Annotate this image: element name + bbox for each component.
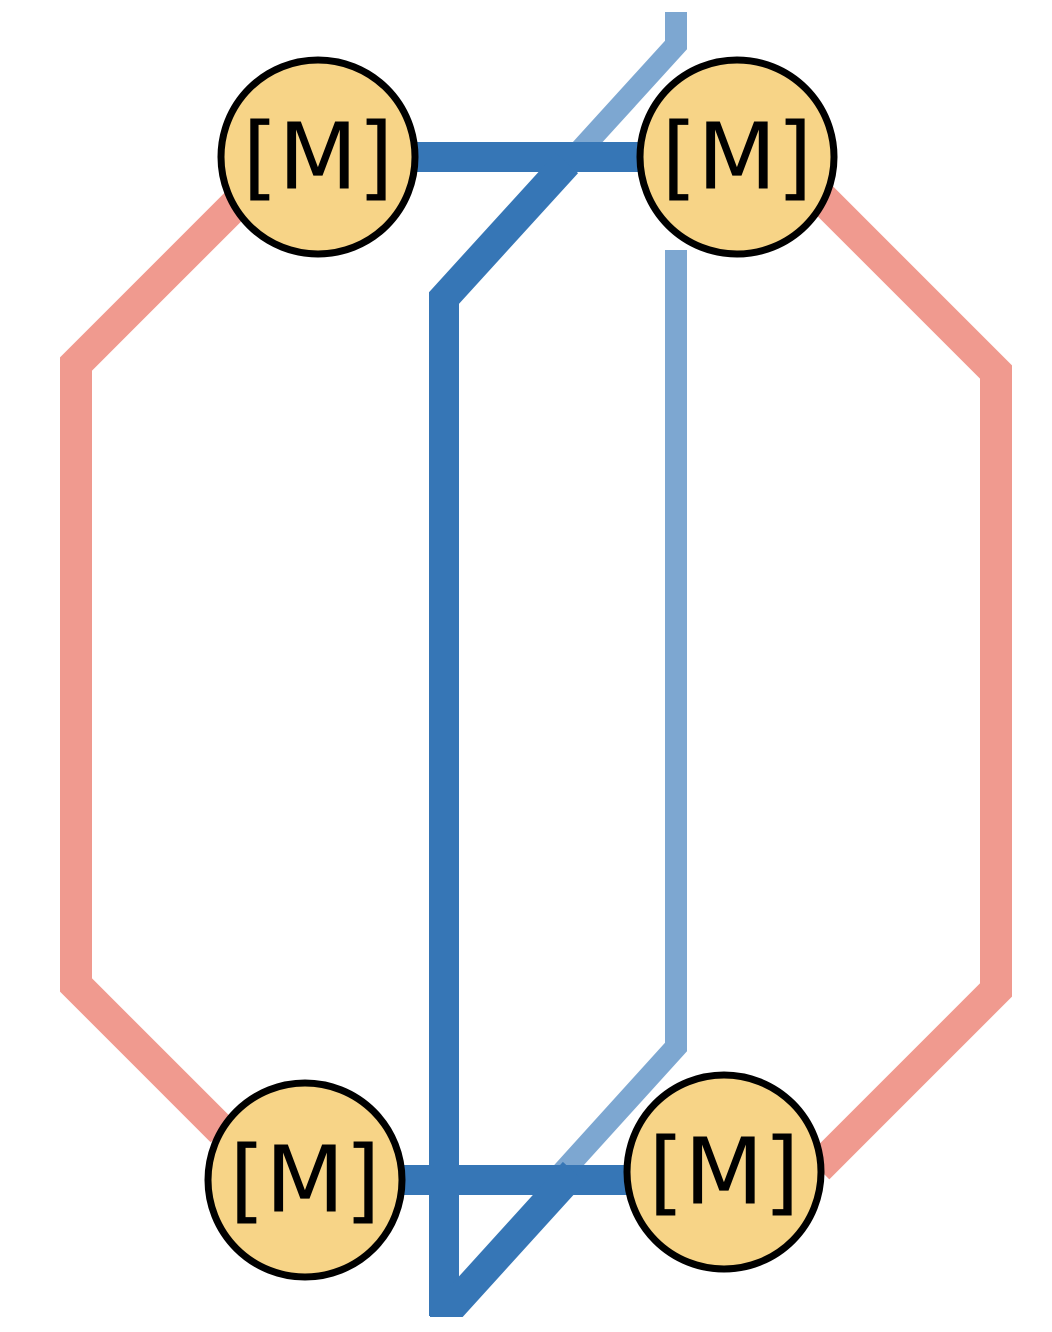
inner-edge-dark-diagonal-top bbox=[429, 152, 579, 1316]
outer-edge-right bbox=[806, 184, 1012, 1180]
node-label: [M] bbox=[661, 104, 812, 211]
node-top-right: [M] bbox=[636, 56, 838, 258]
inner-edge-light bbox=[546, 12, 687, 186]
inner-edge-light-vertical bbox=[551, 250, 687, 1183]
node-label: [M] bbox=[648, 1119, 799, 1226]
node-top-left: [M] bbox=[217, 56, 419, 258]
outer-edge-left bbox=[60, 188, 252, 1143]
node-label: [M] bbox=[242, 104, 393, 211]
node-bottom-left: [M] bbox=[204, 1079, 406, 1281]
node-bottom-right: [M] bbox=[623, 1071, 825, 1273]
node-label: [M] bbox=[229, 1127, 380, 1234]
inner-edge-dark-diagonal-bottom bbox=[430, 1161, 586, 1317]
